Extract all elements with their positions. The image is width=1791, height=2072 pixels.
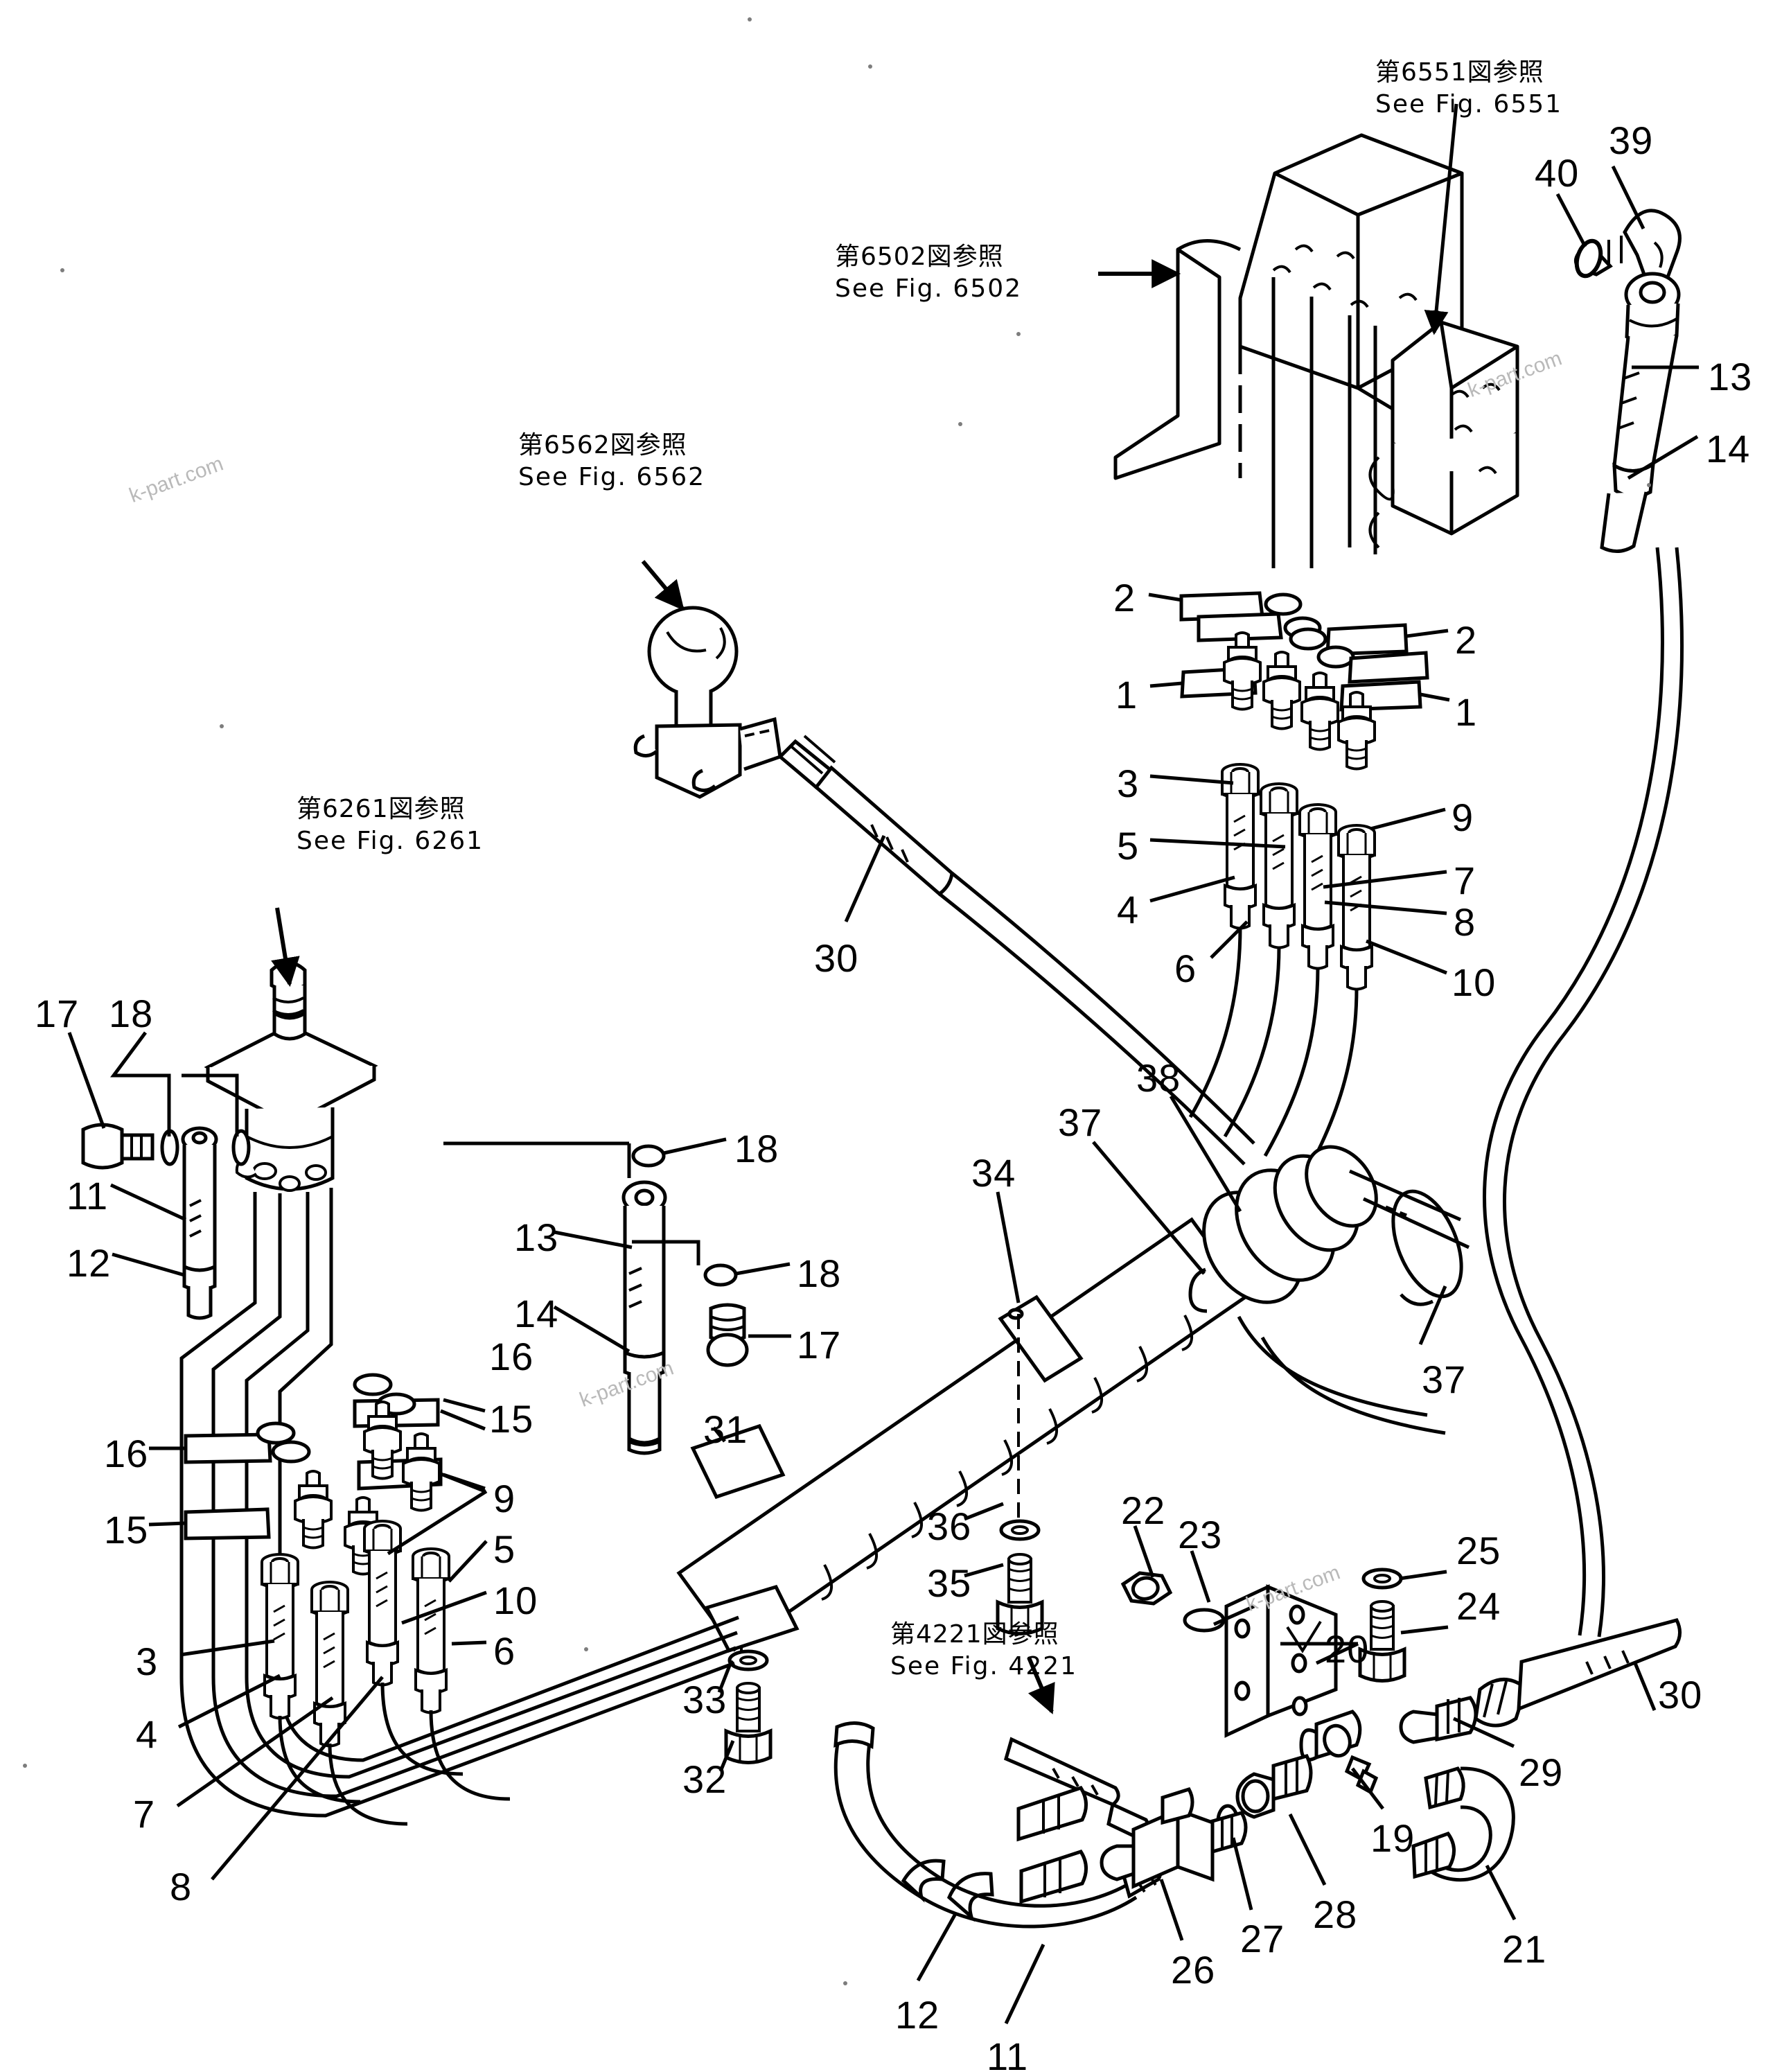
reference-label-japanese: 第6502図参照 (835, 243, 1004, 271)
callout-number: 9 (1452, 796, 1474, 839)
callout-number: 37 (1058, 1100, 1103, 1144)
callout-number: 25 (1456, 1529, 1501, 1572)
reference-label-english: See Fig. 6562 (518, 463, 706, 492)
reference-label-japanese: 第4221図参照 (890, 1620, 1059, 1649)
callout-number: 18 (734, 1127, 779, 1170)
callout-number: 12 (67, 1241, 112, 1285)
callout-number: 10 (493, 1579, 538, 1622)
callout-number: 14 (514, 1292, 559, 1335)
callout-number: 1 (1455, 690, 1478, 734)
reference-label-english: See Fig. 6502 (835, 274, 1023, 304)
callout-number: 11 (987, 2035, 1029, 2072)
callout-number: 19 (1370, 1816, 1415, 1860)
callout-number: 37 (1422, 1358, 1467, 1401)
callout-number: 32 (682, 1757, 727, 1801)
reference-label-japanese: 第6261図参照 (297, 795, 466, 823)
callout-number: 30 (814, 936, 859, 980)
callout-number: 1 (1115, 673, 1138, 717)
callout-number: 12 (895, 1993, 940, 2037)
callout-number: 4 (1117, 888, 1140, 931)
callout-number: 11 (67, 1174, 109, 1218)
callout-number: 27 (1240, 1917, 1285, 1960)
callout-number: 29 (1519, 1750, 1564, 1794)
callout-number: 13 (1708, 355, 1753, 398)
callout-number: 16 (104, 1432, 149, 1475)
callout-number: 34 (971, 1151, 1016, 1195)
callout-number: 16 (489, 1335, 534, 1378)
callout-number: 35 (927, 1561, 972, 1605)
callout-number: 20 (1325, 1627, 1370, 1671)
callout-number: 7 (1454, 859, 1476, 902)
reference-label-ref-6562: 第6562図参照 See Fig. 6562 (518, 430, 705, 493)
callout-number: 30 (1658, 1673, 1703, 1717)
reference-label-ref-4221: 第4221図参照 See Fig. 4221 (890, 1619, 1077, 1683)
callout-number: 8 (170, 1865, 193, 1908)
reference-label-english: See Fig. 6261 (297, 827, 484, 856)
callout-number: 15 (489, 1397, 534, 1441)
callout-number: 23 (1178, 1513, 1223, 1556)
reference-label-japanese: 第6562図参照 (518, 431, 687, 459)
callout-number: 18 (797, 1252, 842, 1295)
callout-number: 15 (104, 1508, 149, 1552)
callout-number: 5 (493, 1527, 516, 1571)
callout-number: 4 (136, 1712, 159, 1756)
callout-number: 17 (35, 992, 80, 1035)
callout-number: 6 (1174, 947, 1197, 990)
reference-label-ref-6551: 第6551図参照 See Fig. 6551 (1375, 57, 1562, 121)
callout-number: 21 (1502, 1927, 1547, 1971)
callout-number: 5 (1117, 824, 1140, 868)
reference-label-ref-6502: 第6502図参照 See Fig. 6502 (835, 241, 1022, 305)
callout-number: 2 (1455, 618, 1478, 662)
callout-number: 2 (1113, 576, 1136, 620)
reference-label-japanese: 第6551図参照 (1375, 58, 1544, 87)
callout-number: 38 (1136, 1056, 1181, 1100)
callout-number: 22 (1121, 1489, 1166, 1532)
callout-number: 6 (493, 1629, 516, 1673)
callout-number: 3 (1117, 762, 1140, 805)
callout-number: 36 (927, 1504, 972, 1548)
callout-number: 18 (109, 992, 154, 1035)
reference-label-ref-6261: 第6261図参照 See Fig. 6261 (297, 793, 484, 857)
callout-number: 13 (514, 1215, 559, 1259)
reference-label-english: See Fig. 4221 (890, 1652, 1078, 1681)
callout-number: 33 (682, 1678, 727, 1721)
callout-number: 40 (1535, 151, 1580, 195)
callout-number: 31 (703, 1407, 748, 1451)
callout-number: 17 (797, 1323, 842, 1367)
callout-number: 39 (1609, 118, 1654, 162)
callout-number: 24 (1456, 1584, 1501, 1628)
callout-number: 28 (1313, 1893, 1358, 1936)
callout-number: 14 (1706, 427, 1751, 471)
callout-number: 3 (136, 1640, 159, 1683)
callout-number: 10 (1452, 960, 1497, 1004)
callout-number: 8 (1454, 900, 1476, 944)
reference-label-english: See Fig. 6551 (1375, 90, 1563, 119)
callout-number: 7 (133, 1792, 156, 1836)
callout-number: 26 (1171, 1948, 1216, 1992)
callout-number: 9 (493, 1477, 516, 1520)
